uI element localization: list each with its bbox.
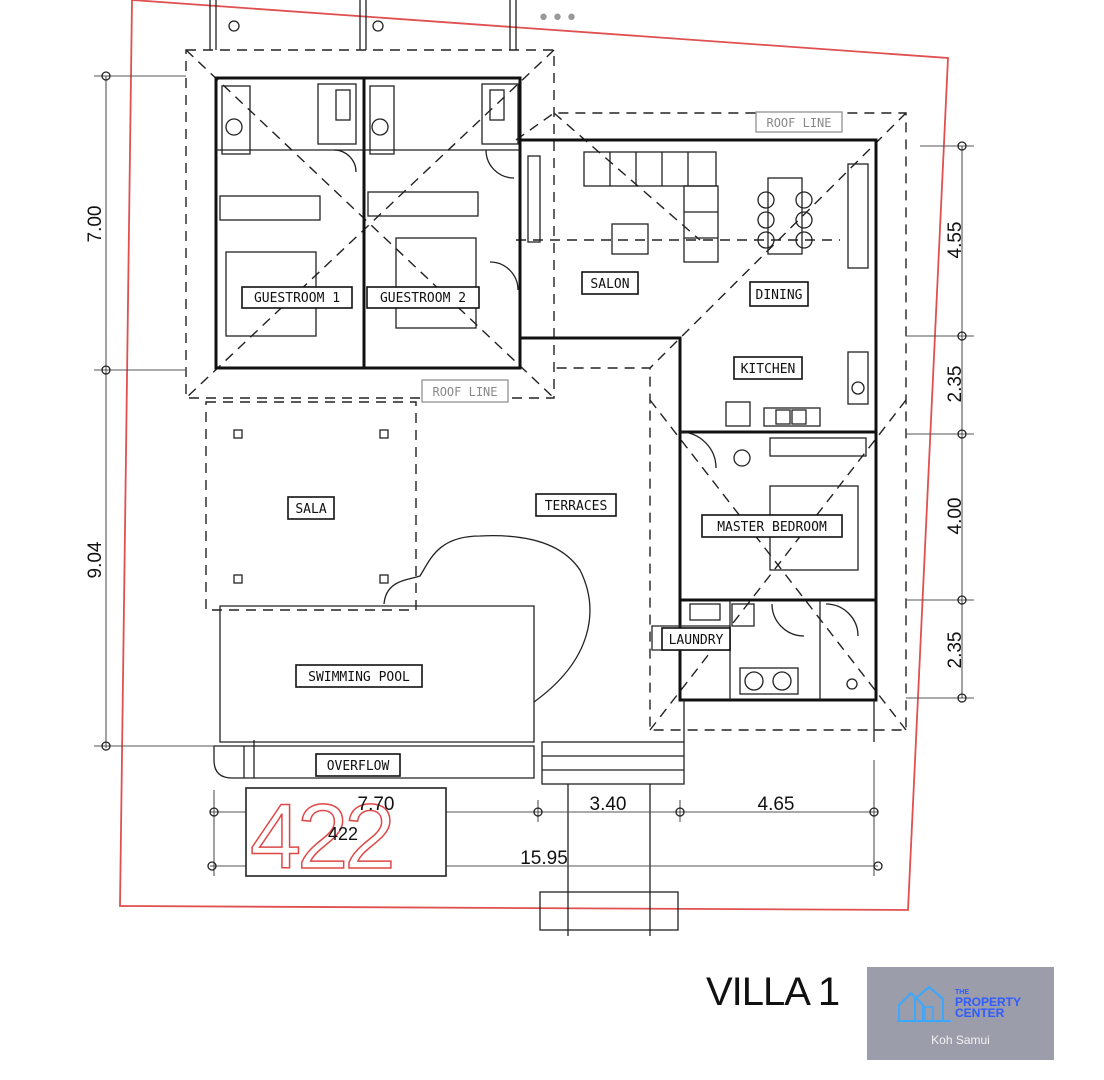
salon-label: SALON — [590, 277, 629, 292]
company-logo[interactable]: THE PROPERTY CENTER Koh Samui — [867, 967, 1054, 1060]
top-entrance-walls — [209, 0, 517, 50]
dining-label: DINING — [756, 288, 803, 303]
terraces-label: TERRACES — [545, 499, 608, 514]
entry-steps — [539, 700, 875, 936]
property-boundary — [119, 0, 949, 911]
dimension-labels: 7.00 9.04 4.55 2.35 4.00 2.35 7.70 3.40 … — [85, 206, 966, 869]
swimming-pool-outline — [213, 535, 591, 779]
dim-left-lower: 9.04 — [85, 541, 106, 578]
guestroom-2-label: GUESTROOM 2 — [380, 291, 466, 306]
logo-line2: PROPERTY — [955, 995, 1022, 1009]
dim-right-2: 2.35 — [945, 366, 966, 403]
dim-bottom-1: 7.70 — [358, 794, 395, 815]
more-dots-icon[interactable]: ••• — [537, 6, 579, 31]
plot-number-small: 422 — [328, 824, 358, 844]
house-logo-icon — [897, 985, 951, 1022]
room-labels: GUESTROOM 1 GUESTROOM 2 SALON DINING KIT… — [241, 111, 843, 777]
kitchen-label: KITCHEN — [741, 362, 796, 377]
overflow-label: OVERFLOW — [327, 759, 390, 774]
dim-left-upper: 7.00 — [85, 206, 106, 243]
guestroom-1-label: GUESTROOM 1 — [254, 291, 340, 306]
logo-location: Koh Samui — [931, 1033, 990, 1047]
guestroom-walls — [214, 76, 522, 370]
right-dimension-lines — [906, 141, 974, 703]
main-house-walls — [520, 138, 878, 702]
plot-number-large: 422 — [250, 786, 392, 888]
logo-brand-name: PROPERTY CENTER — [955, 995, 1022, 1020]
plot-number-box: 422 422 — [245, 785, 447, 889]
dim-bottom-total: 15.95 — [520, 848, 568, 869]
left-dimension-lines — [94, 71, 214, 751]
sala-label: SALA — [295, 502, 326, 517]
sala-structure — [205, 401, 417, 611]
dim-bottom-3: 4.65 — [758, 794, 795, 815]
dim-right-3: 4.00 — [945, 498, 966, 535]
laundry-label: LAUNDRY — [669, 633, 724, 648]
swimming-pool-label: SWIMMING POOL — [308, 670, 410, 685]
roof-line-main-wing — [515, 112, 907, 731]
dim-right-4: 2.35 — [945, 632, 966, 669]
roof-line-guest-wing — [185, 49, 555, 399]
dim-right-1: 4.55 — [945, 222, 966, 259]
master-bedroom-label: MASTER BEDROOM — [717, 520, 827, 535]
villa-title: VILLA 1 — [706, 970, 840, 1014]
logo-line1: THE — [955, 989, 969, 996]
logo-line3: CENTER — [955, 1006, 1005, 1020]
dim-bottom-2: 3.40 — [590, 794, 627, 815]
roof-line-top-label: ROOF LINE — [766, 116, 831, 130]
roof-line-bottom-label: ROOF LINE — [432, 385, 497, 399]
